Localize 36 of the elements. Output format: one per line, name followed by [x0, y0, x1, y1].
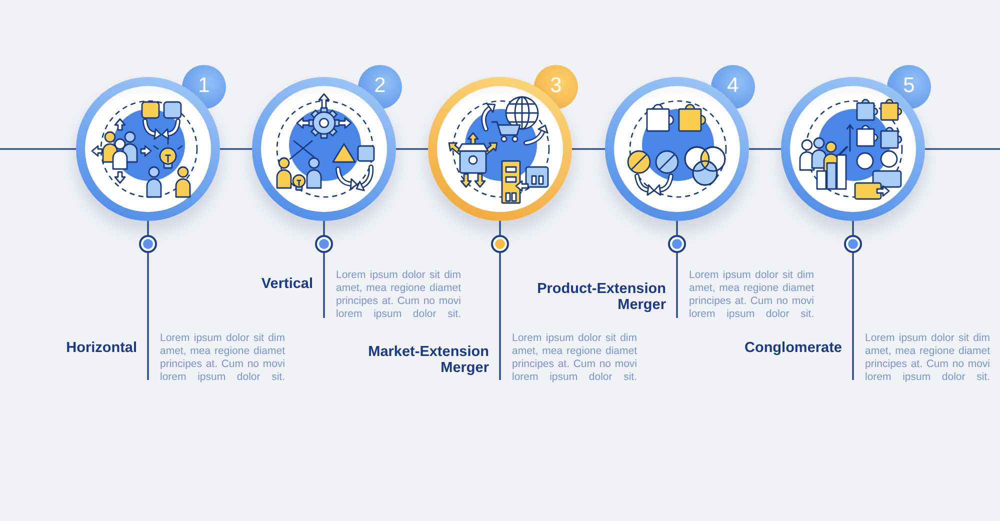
step-title: Market-Extension Merger — [367, 344, 489, 376]
timeline-dot — [315, 235, 333, 253]
step-title: Conglomerate — [744, 340, 842, 356]
step-description: Lorem ipsum dolor sit dim amet, mea regione diamet principes at. Cum no movi lorem ipsum dolor sit. — [689, 268, 814, 322]
step-title: Product-Extension Merger — [536, 281, 666, 313]
timeline-dot — [139, 235, 157, 253]
connector-line — [499, 221, 501, 235]
connector-line — [676, 253, 678, 318]
step-description: Lorem ipsum dolor sit dim amet, mea regione diamet principes at. Cum no movi lorem ipsum dolor sit. — [336, 268, 461, 322]
step-number: 5 — [887, 65, 931, 109]
connector-line — [749, 148, 781, 150]
connector-line — [852, 221, 854, 235]
step-title: Vertical — [261, 276, 313, 292]
step-number: 2 — [358, 65, 402, 109]
connector-line — [572, 148, 605, 150]
connector-line — [323, 253, 325, 318]
step-title: Horizontal — [66, 340, 137, 356]
connector-line — [852, 253, 854, 380]
connector-line — [676, 221, 678, 235]
step-description: Lorem ipsum dolor sit dim amet, mea regione diamet principes at. Cum no movi lorem ipsum dolor sit. — [512, 332, 637, 385]
timeline-dot — [668, 235, 686, 253]
step-description: Lorem ipsum dolor sit dim amet, mea regione diamet principes at. Cum no movi lorem ipsum dolor sit. — [160, 332, 285, 385]
step-number: 3 — [534, 65, 578, 109]
timeline-dot — [844, 235, 862, 253]
connector-line — [0, 148, 76, 150]
step-number: 4 — [711, 65, 755, 109]
step-number: 1 — [182, 65, 226, 109]
connector-line — [499, 253, 501, 380]
connector-line — [147, 221, 149, 235]
step-description: Lorem ipsum dolor sit dim amet, mea regione diamet principes at. Cum no movi lorem ipsum dolor sit. — [865, 332, 990, 385]
connector-line — [147, 253, 149, 380]
timeline-dot — [491, 235, 509, 253]
connector-line — [323, 221, 325, 235]
connector-line — [396, 148, 428, 150]
connector-line — [925, 148, 1000, 150]
connector-line — [220, 148, 252, 150]
